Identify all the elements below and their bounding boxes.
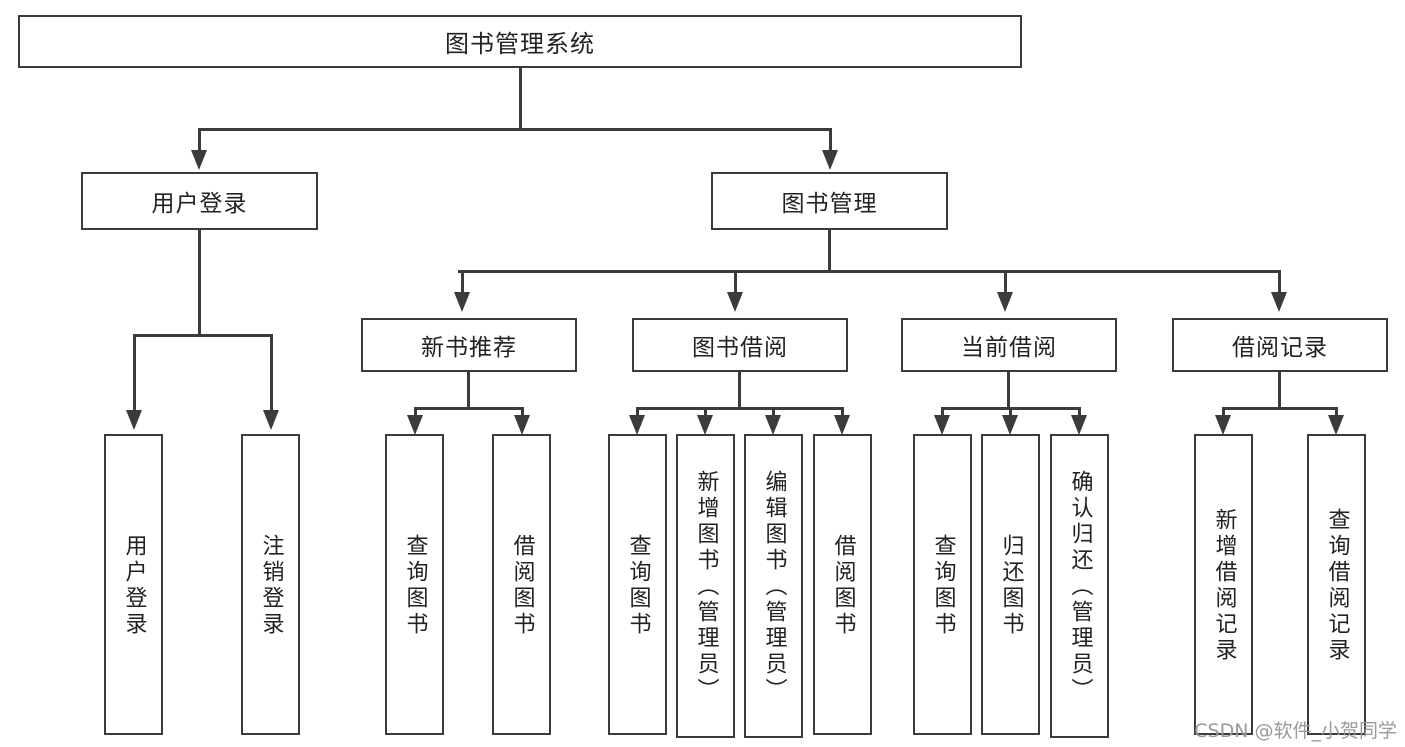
arrow-bm-child-4 — [1271, 292, 1287, 312]
node-label: 图书管理 — [781, 191, 878, 217]
arrow-cb-child-3 — [1071, 415, 1087, 435]
node-label: 查询图书 — [625, 533, 651, 638]
connector-root-to-user-login — [198, 128, 201, 152]
node-label: 注销登录 — [258, 533, 284, 638]
connector-bm-child-4 — [1278, 270, 1281, 294]
leaf-borrow-record-add-record[interactable]: 新增借阅记录 — [1194, 434, 1253, 735]
node-label: 编辑图书（管理员） — [761, 470, 787, 704]
connector-cb-child-1 — [941, 407, 944, 419]
arrow-cb-child-2 — [1002, 415, 1018, 435]
connector-nbr-bar — [414, 407, 524, 410]
node-label: 用户登录 — [121, 533, 147, 638]
connector-bb-child-4 — [841, 407, 844, 419]
arrow-root-to-user-login — [191, 150, 207, 170]
node-new-book-recommend[interactable]: 新书推荐 — [361, 318, 577, 372]
arrow-nbr-child-2 — [514, 415, 530, 435]
connector-root-bar — [198, 128, 832, 131]
leaf-book-borrow-edit-book-admin[interactable]: 编辑图书（管理员） — [744, 434, 803, 738]
leaf-new-book-query-book[interactable]: 查询图书 — [385, 434, 444, 735]
arrow-cb-child-1 — [934, 415, 950, 435]
connector-bb-bar — [636, 407, 844, 410]
arrow-bb-child-4 — [834, 415, 850, 435]
node-borrow-record[interactable]: 借阅记录 — [1172, 318, 1388, 372]
connector-nbr-child-1 — [414, 407, 417, 419]
leaf-book-borrow-borrow-book[interactable]: 借阅图书 — [813, 434, 872, 735]
node-label: 查询借阅记录 — [1324, 507, 1350, 664]
connector-bb-child-1 — [636, 407, 639, 419]
arrow-root-to-book-management — [822, 150, 838, 170]
connector-book-management-trunk — [828, 230, 831, 272]
node-label: 借阅记录 — [1232, 335, 1328, 361]
connector-cb-child-3 — [1078, 407, 1081, 419]
leaf-current-borrow-query-book[interactable]: 查询图书 — [913, 434, 972, 735]
connector-user-login-child-2 — [270, 334, 273, 412]
node-label: 用户登录 — [151, 191, 248, 217]
connector-user-login-bar — [133, 334, 273, 337]
node-root-book-management-system[interactable]: 图书管理系统 — [18, 15, 1022, 68]
arrow-bm-child-2 — [727, 292, 743, 312]
arrow-bb-child-3 — [765, 415, 781, 435]
arrow-bb-child-1 — [629, 415, 645, 435]
leaf-user-login-login[interactable]: 用户登录 — [104, 434, 163, 735]
arrow-user-login-child-2 — [263, 410, 279, 430]
connector-user-login-trunk — [198, 230, 201, 336]
node-label: 新增图书（管理员） — [693, 470, 719, 704]
connector-bb-trunk — [738, 372, 741, 410]
node-label: 新书推荐 — [421, 335, 517, 361]
node-label: 图书管理系统 — [445, 30, 595, 58]
connector-cb-trunk — [1007, 372, 1010, 410]
connector-br-bar — [1222, 407, 1338, 410]
connector-br-child-2 — [1335, 407, 1338, 419]
connector-user-login-child-1 — [133, 334, 136, 412]
arrow-bm-child-1 — [454, 292, 470, 312]
arrow-bm-child-3 — [997, 292, 1013, 312]
node-book-borrow[interactable]: 图书借阅 — [632, 318, 848, 372]
arrow-bb-child-2 — [697, 415, 713, 435]
node-label: 图书借阅 — [692, 335, 788, 361]
connector-root-trunk — [519, 68, 522, 130]
connector-br-trunk — [1278, 372, 1281, 410]
leaf-current-borrow-return-book[interactable]: 归还图书 — [981, 434, 1040, 735]
arrow-user-login-child-1 — [126, 410, 142, 430]
leaf-new-book-borrow-book[interactable]: 借阅图书 — [492, 434, 551, 735]
arrow-br-child-2 — [1328, 415, 1344, 435]
connector-cb-child-2 — [1009, 407, 1012, 419]
node-label: 查询图书 — [930, 533, 956, 638]
node-book-management[interactable]: 图书管理 — [711, 172, 948, 230]
node-label: 归还图书 — [998, 533, 1024, 638]
node-label: 当前借阅 — [961, 335, 1057, 361]
node-label: 新增借阅记录 — [1211, 507, 1237, 664]
connector-bm-child-2 — [734, 270, 737, 294]
connector-bb-child-2 — [704, 407, 707, 419]
leaf-user-login-logout[interactable]: 注销登录 — [241, 434, 300, 735]
connector-book-management-bar — [458, 270, 1281, 273]
node-current-borrow[interactable]: 当前借阅 — [901, 318, 1117, 372]
leaf-book-borrow-add-book-admin[interactable]: 新增图书（管理员） — [676, 434, 735, 738]
node-label: 借阅图书 — [509, 533, 535, 638]
leaf-borrow-record-query-record[interactable]: 查询借阅记录 — [1307, 434, 1366, 735]
arrow-nbr-child-1 — [407, 415, 423, 435]
node-label: 确认归还（管理员） — [1067, 470, 1093, 704]
arrow-br-child-1 — [1215, 415, 1231, 435]
connector-bm-child-3 — [1004, 270, 1007, 294]
connector-bm-child-1 — [461, 270, 464, 294]
node-label: 借阅图书 — [830, 533, 856, 638]
connector-br-child-1 — [1222, 407, 1225, 419]
node-label: 查询图书 — [402, 533, 428, 638]
node-user-login[interactable]: 用户登录 — [81, 172, 318, 230]
connector-nbr-child-2 — [521, 407, 524, 419]
connector-bb-child-3 — [772, 407, 775, 419]
leaf-current-borrow-confirm-return-admin[interactable]: 确认归还（管理员） — [1050, 434, 1109, 738]
connector-nbr-trunk — [467, 372, 470, 410]
connector-root-to-book-management — [829, 128, 832, 152]
leaf-book-borrow-query-book[interactable]: 查询图书 — [608, 434, 667, 735]
